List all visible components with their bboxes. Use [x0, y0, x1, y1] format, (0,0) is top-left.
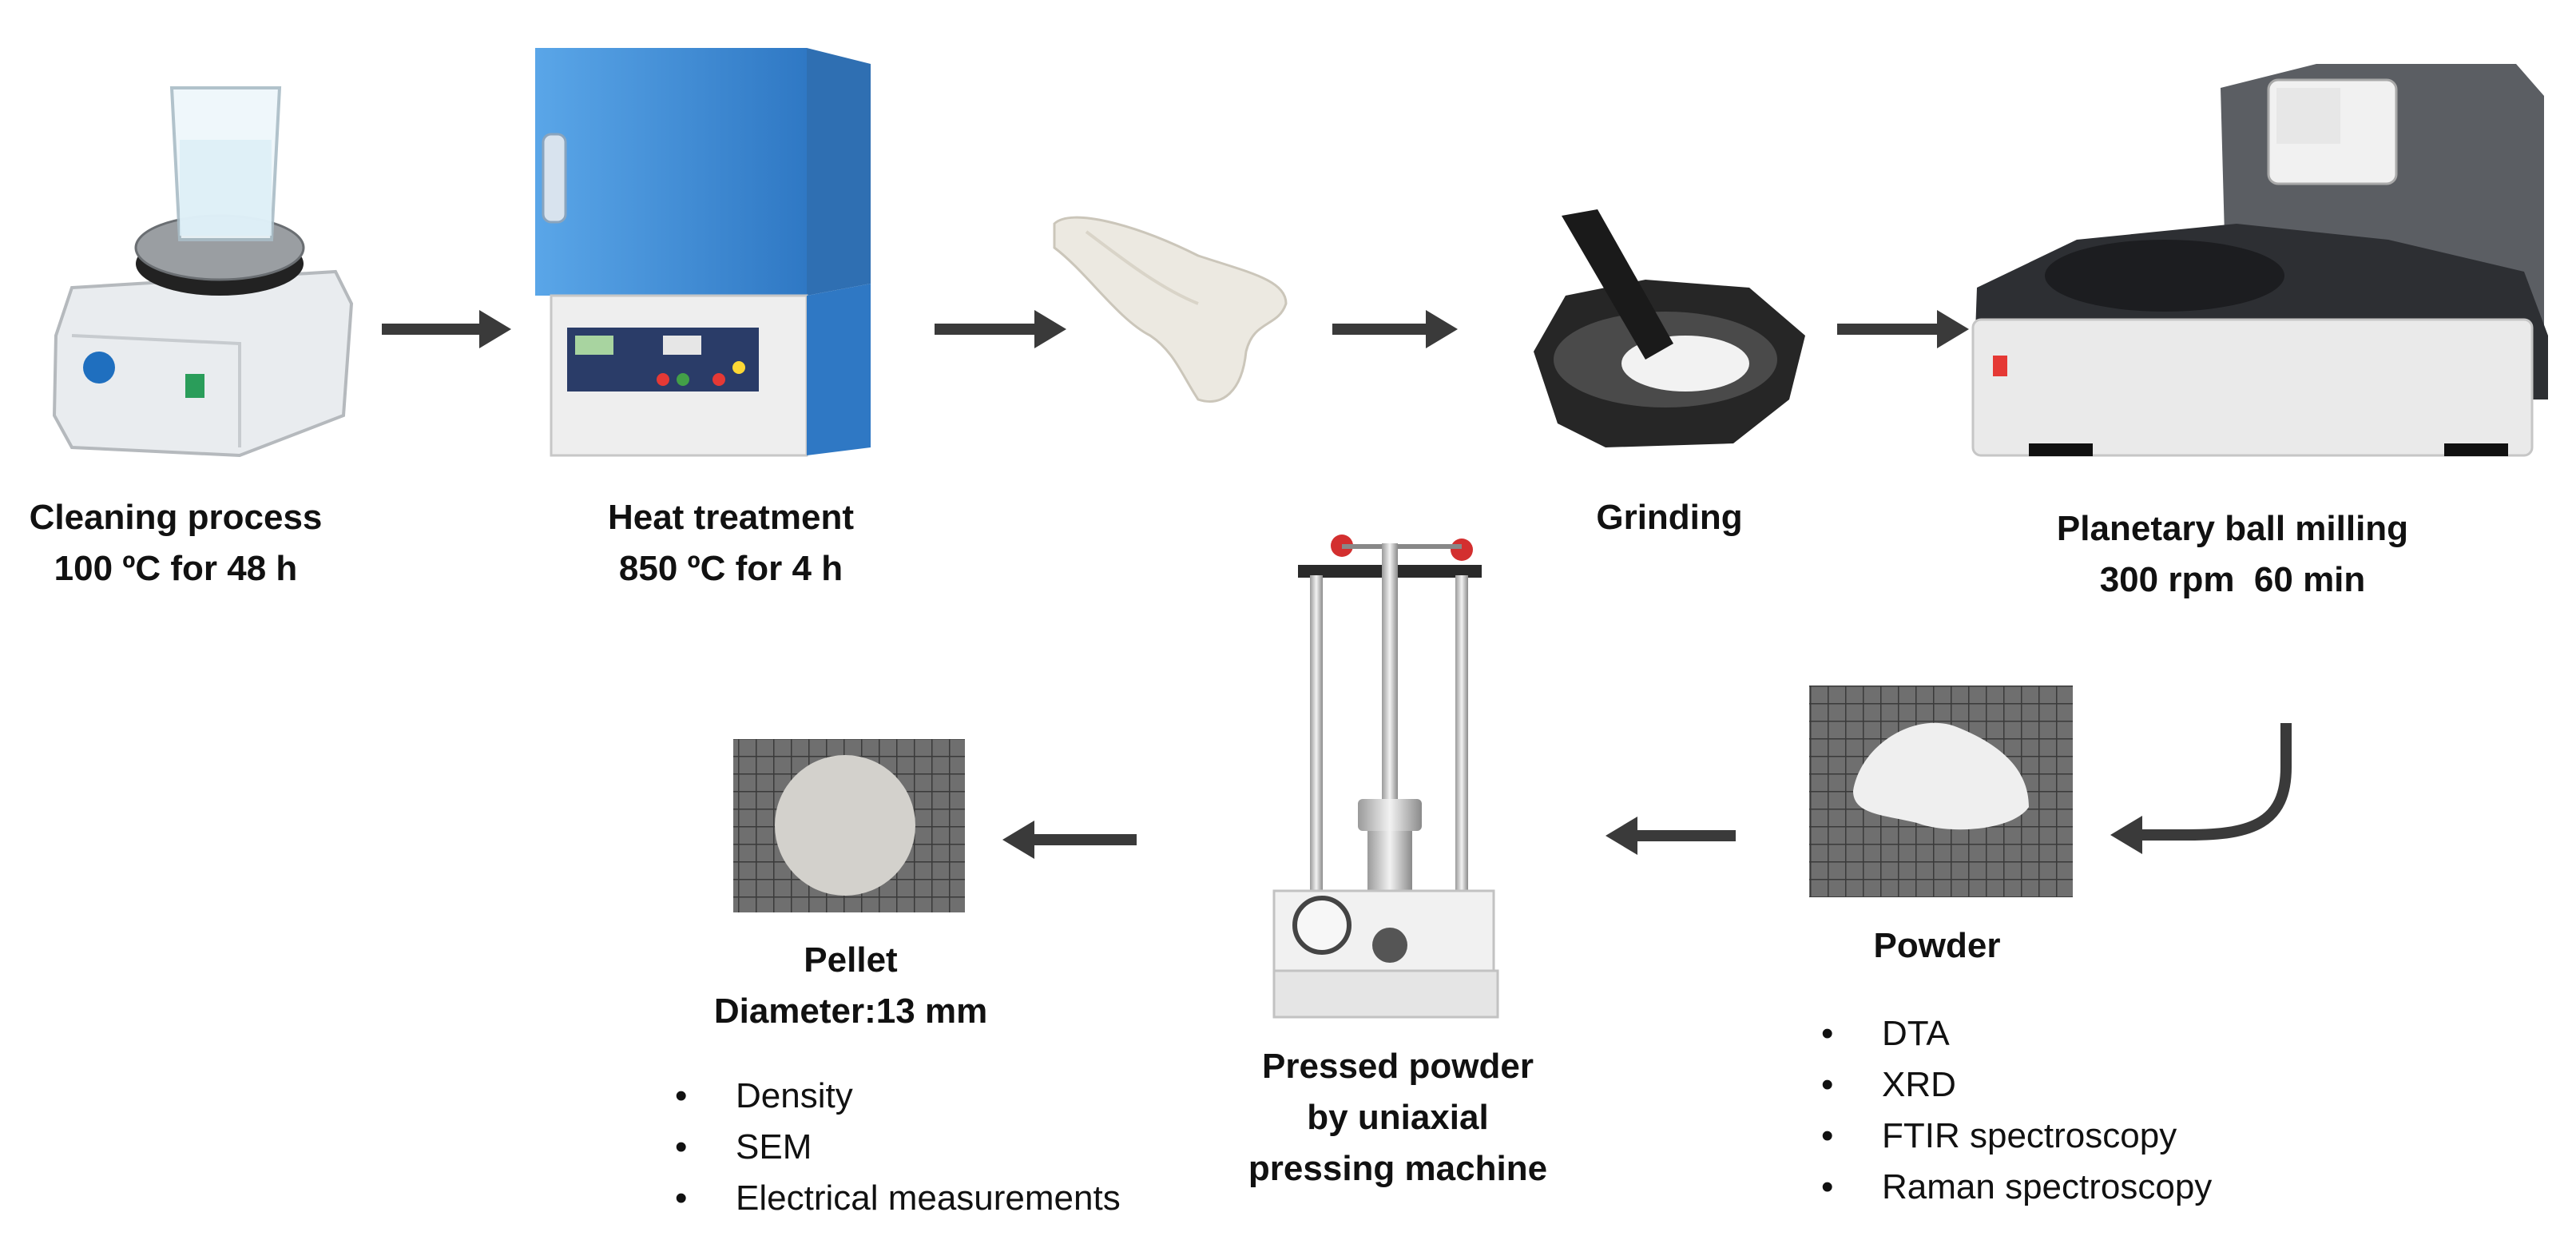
list-item: Electrical measurements [675, 1173, 1121, 1224]
step-milling-detail: 300 rpm 60 min [2099, 560, 2366, 599]
step-powder-label: Powder [1777, 920, 2097, 972]
step-powder-title: Powder [1873, 926, 2001, 965]
hotplate-beaker-icon [52, 86, 354, 458]
calcined-bone-icon [1053, 216, 1288, 403]
muffle-furnace-icon [535, 48, 871, 457]
list-item: SEM [675, 1122, 1121, 1173]
step-pressing-line: Pressed powder [1262, 1047, 1534, 1086]
ball-mill-icon [1971, 64, 2548, 457]
mortar-pestle-icon [1534, 209, 1805, 447]
flow-arrows [382, 324, 2292, 845]
list-item: FTIR spectroscopy [1821, 1111, 2212, 1162]
step-milling-title: Planetary ball milling [2056, 509, 2409, 548]
step-grinding-title: Grinding [1596, 498, 1743, 537]
arrow-milling-to-powder [2141, 723, 2292, 841]
step-heat-label: Heat treatment 850 ºC for 4 h [571, 492, 891, 594]
step-cleaning-label: Cleaning process 100 ºC for 48 h [16, 492, 335, 594]
pellet-analysis-list: Density SEM Electrical measurements [675, 1071, 1121, 1224]
arrow-heads [479, 310, 2142, 859]
powder-sample-icon [1809, 686, 2073, 897]
powder-analysis-list: DTA XRD FTIR spectroscopy Raman spectros… [1821, 1008, 2212, 1213]
list-item: DTA [1821, 1008, 2212, 1059]
step-pellet-title: Pellet [804, 940, 898, 980]
step-grinding-label: Grinding [1510, 492, 1829, 543]
step-milling-label: Planetary ball milling 300 rpm 60 min [2009, 503, 2456, 606]
list-item: XRD [1821, 1059, 2212, 1111]
list-item: Raman spectroscopy [1821, 1162, 2212, 1213]
step-pellet-detail: Diameter:13 mm [713, 992, 988, 1031]
hydraulic-press-icon [1272, 535, 1499, 1019]
step-cleaning-title: Cleaning process [29, 498, 323, 537]
step-pressing-line: pressing machine [1248, 1149, 1548, 1188]
list-item: Density [675, 1071, 1121, 1122]
step-pressing-line: by uniaxial [1307, 1098, 1489, 1137]
step-cleaning-detail: 100 ºC for 48 h [54, 549, 298, 588]
step-pressing-label: Pressed powder by uniaxial pressing mach… [1198, 1041, 1598, 1194]
step-heat-title: Heat treatment [607, 498, 855, 537]
step-heat-detail: 850 ºC for 4 h [618, 549, 843, 588]
step-pellet-label: Pellet Diameter:13 mm [691, 935, 1010, 1037]
pellet-icon [733, 739, 965, 912]
